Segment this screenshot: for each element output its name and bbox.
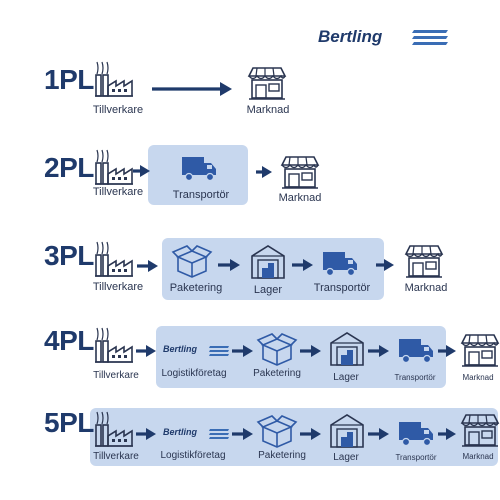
box-icon [257,333,297,366]
level-title-4pl: 4PL [44,325,94,356]
store-icon [461,414,499,447]
arrow-icon [218,259,240,271]
level-title-2pl: 2PL [44,152,94,183]
arrow-icon [438,428,456,440]
factory-icon [94,327,134,363]
arrow-icon [368,345,389,357]
label-manufacturer: Tillverkare [92,186,144,198]
label-packing: Paketering [253,368,301,379]
label-market: Marknad [278,192,322,204]
label-market: Marknad [462,373,494,382]
label-transport: Transportör [172,189,230,201]
arrow-icon [256,166,272,178]
bertling-logo-icon [412,30,448,45]
arrow-icon [137,260,158,272]
truck-icon [398,421,434,447]
brand-logo-text: Bertling [318,27,383,46]
warehouse-icon [251,245,285,279]
truck-icon [398,338,434,364]
box-icon [257,415,297,448]
label-logistics: Logistikföretag [160,450,226,461]
label-warehouse: Lager [333,452,359,463]
label-warehouse: Lager [253,284,283,296]
arrow-icon [232,345,253,357]
box-icon [172,245,212,278]
level-title-5pl: 5PL [44,407,94,438]
factory-icon [94,241,134,277]
warehouse-icon [330,332,364,366]
label-market: Marknad [404,282,448,294]
bertling-logo-icon [209,346,229,356]
arrow-icon [376,259,394,271]
label-market: Marknad [462,452,494,461]
arrow-icon [232,428,253,440]
arrow-icon [136,428,156,440]
arrow-icon [300,345,321,357]
label-packing: Paketering [169,282,223,294]
label-transport: Transportör [394,373,436,382]
arrow-icon [152,82,232,96]
label-manufacturer: Tillverkare [93,451,139,462]
store-icon [248,67,286,100]
store-icon [281,156,319,189]
truck-icon [181,156,217,182]
bertling-logo-icon [209,429,229,439]
logistics-brand-text: Bertling [163,427,198,437]
arrow-icon [300,428,321,440]
label-market: Marknad [246,104,290,116]
label-transport: Transportör [395,453,437,462]
store-icon [461,334,499,367]
truck-icon [322,251,358,277]
factory-icon [94,411,134,447]
level-title-1pl: 1PL [44,64,94,95]
label-manufacturer: Tillverkare [92,104,144,116]
label-manufacturer: Tillverkare [92,281,144,293]
label-transport: Transportör [313,282,371,294]
label-packing: Paketering [258,450,306,461]
arrow-icon [368,428,389,440]
arrow-icon [136,345,156,357]
label-logistics: Logistikföretag [161,368,227,379]
arrow-icon [438,345,456,357]
arrow-icon [292,259,313,271]
label-warehouse: Lager [333,372,359,383]
factory-icon [94,149,134,185]
logistics-brand-text: Bertling [163,344,198,354]
arrow-icon [133,165,150,177]
store-icon [405,245,443,278]
factory-icon [94,61,134,97]
label-manufacturer: Tillverkare [93,370,139,381]
4pl-outsourced-box [156,326,446,388]
warehouse-icon [330,414,364,448]
level-title-3pl: 3PL [44,240,94,271]
